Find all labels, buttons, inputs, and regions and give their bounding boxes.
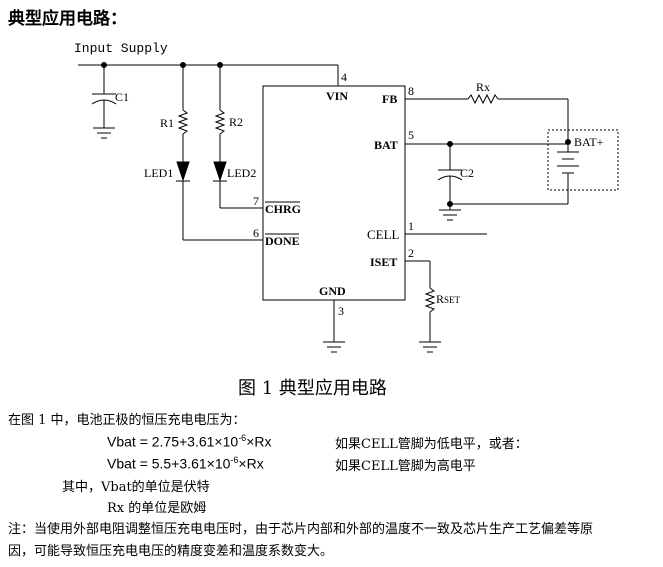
unit-rx: Rx 的单位是欧姆 — [107, 501, 207, 516]
pin-chrg-label: CHRG — [265, 202, 301, 216]
pin-done-label: DONE — [265, 234, 300, 248]
formula-2-base: Vbat = 5.5+3.61×10 — [107, 455, 231, 472]
led1-symbol — [176, 161, 263, 241]
rset-prefix: R — [436, 292, 445, 306]
c1-label: C1 — [115, 90, 130, 104]
pin-bat-label: BAT — [374, 138, 398, 152]
r2-label: R2 — [229, 115, 244, 129]
circuit-schematic — [78, 62, 619, 353]
pin-chrg-number: 7 — [253, 194, 259, 208]
ground-ic — [323, 341, 345, 353]
formula-2-exponent: -6 — [230, 455, 239, 465]
rset-subscript: SET — [444, 295, 461, 305]
note-line-1: 注：当使用外部电阻调整恒压充电电压时，由于芯片内部和外部的温度不一致及芯片生产工… — [8, 522, 594, 537]
pin-fb-label: FB — [382, 92, 398, 106]
c2-label: C2 — [460, 166, 475, 180]
formula-1-condition: 如果CELL管脚为低电平，或者： — [335, 437, 528, 452]
pin-gnd-label: GND — [319, 284, 346, 298]
resistor-r2 — [214, 65, 226, 162]
resistor-rset — [424, 287, 436, 313]
pin-cell-label: CELL — [367, 227, 400, 242]
capacitor-c2 — [437, 144, 463, 204]
rx-label: Rx — [476, 80, 491, 94]
intro-text: 在图 1 中，电池正极的恒压充电电压为： — [8, 413, 246, 428]
formula-2-condition: 如果CELL管脚为高电平 — [335, 459, 476, 474]
pin-cell-number: 1 — [408, 219, 414, 233]
pin-bat-number: 5 — [408, 128, 414, 142]
rset-label: RSET — [436, 292, 460, 307]
battery-symbol — [557, 142, 579, 204]
formula-2: Vbat = 5.5+3.61×10-6×Rx — [107, 455, 264, 472]
pin-vin-label: VIN — [326, 89, 349, 103]
input-supply-label: Input Supply — [74, 41, 168, 56]
formula-1: Vbat = 2.75+3.61×10-6×Rx — [107, 433, 272, 450]
pin-done-number: 6 — [253, 226, 259, 240]
section-heading: 典型应用电路： — [8, 9, 127, 29]
r1-label: R1 — [160, 116, 175, 130]
unit-vbat: 其中，Vbat的单位是伏特 — [62, 480, 210, 495]
ground-rset — [419, 341, 441, 353]
formula-1-exponent: -6 — [238, 433, 247, 443]
formula-2-tail: ×Rx — [238, 455, 264, 472]
pin-iset-number: 2 — [408, 246, 414, 260]
note-line-2: 因，可能导致恒压充电电压的精度变差和温度系数变大。 — [8, 544, 334, 559]
battery-label: BAT+ — [574, 135, 604, 149]
pin-gnd-number: 3 — [338, 304, 344, 318]
battery-outline — [547, 129, 619, 191]
pin-iset-label: ISET — [370, 255, 398, 269]
capacitor-c1 — [91, 65, 117, 128]
ground-c1 — [93, 127, 115, 139]
ground-c2 — [439, 204, 461, 221]
formula-1-base: Vbat = 2.75+3.61×10 — [107, 433, 239, 450]
formula-1-tail: ×Rx — [246, 433, 272, 450]
led2-symbol — [213, 161, 263, 209]
resistor-r1 — [177, 65, 189, 162]
pin-fb-number: 8 — [408, 84, 414, 98]
pin-vin-number: 4 — [341, 70, 347, 84]
led2-label: LED2 — [227, 166, 257, 180]
resistor-rx — [467, 93, 499, 105]
figure-caption: 图 1 典型应用电路 — [238, 378, 387, 399]
led1-label: LED1 — [144, 166, 174, 180]
